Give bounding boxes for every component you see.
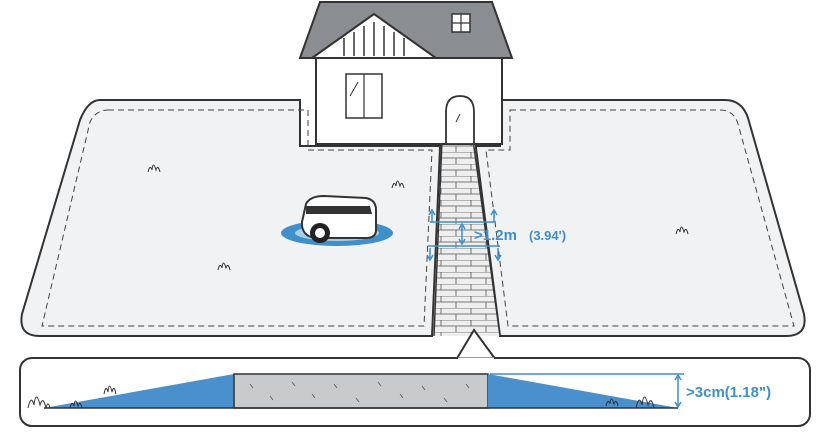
height-difference-label: >3cm(1.18"): [686, 384, 771, 401]
grass-tuft-icon: [217, 262, 231, 271]
brick-path: [433, 139, 501, 337]
cross-section-panel: >3cm(1.18"): [19, 357, 811, 427]
ramp-left: [44, 374, 234, 408]
grass-tuft-icon: [147, 164, 161, 173]
robot-mower-icon: [281, 194, 393, 246]
path-width-label: >1.2m: [474, 227, 517, 244]
grass-tuft-icon: [69, 400, 83, 409]
grass-tuft-icon: [27, 396, 51, 409]
grass-tuft-icon: [103, 385, 117, 395]
concrete-slab: [233, 373, 489, 409]
front-door-icon: [445, 95, 475, 145]
callout-connector: [455, 328, 497, 361]
path-width-measurement: [426, 208, 502, 262]
grass-tuft-icon: [391, 180, 405, 189]
ramp-right: [488, 374, 678, 408]
house-icon: [298, 1, 514, 145]
lawn-right-boundary: [485, 109, 795, 327]
grass-tuft-icon: [605, 398, 619, 407]
lawn-left-boundary: [41, 109, 433, 327]
path-width-imperial-label: (3.94'): [529, 228, 566, 243]
lawn-left: [20, 99, 441, 337]
grass-tuft-icon: [635, 396, 655, 409]
grass-tuft-icon: [675, 226, 689, 235]
height-measurement: [490, 373, 684, 409]
lawn-right: [475, 99, 806, 337]
